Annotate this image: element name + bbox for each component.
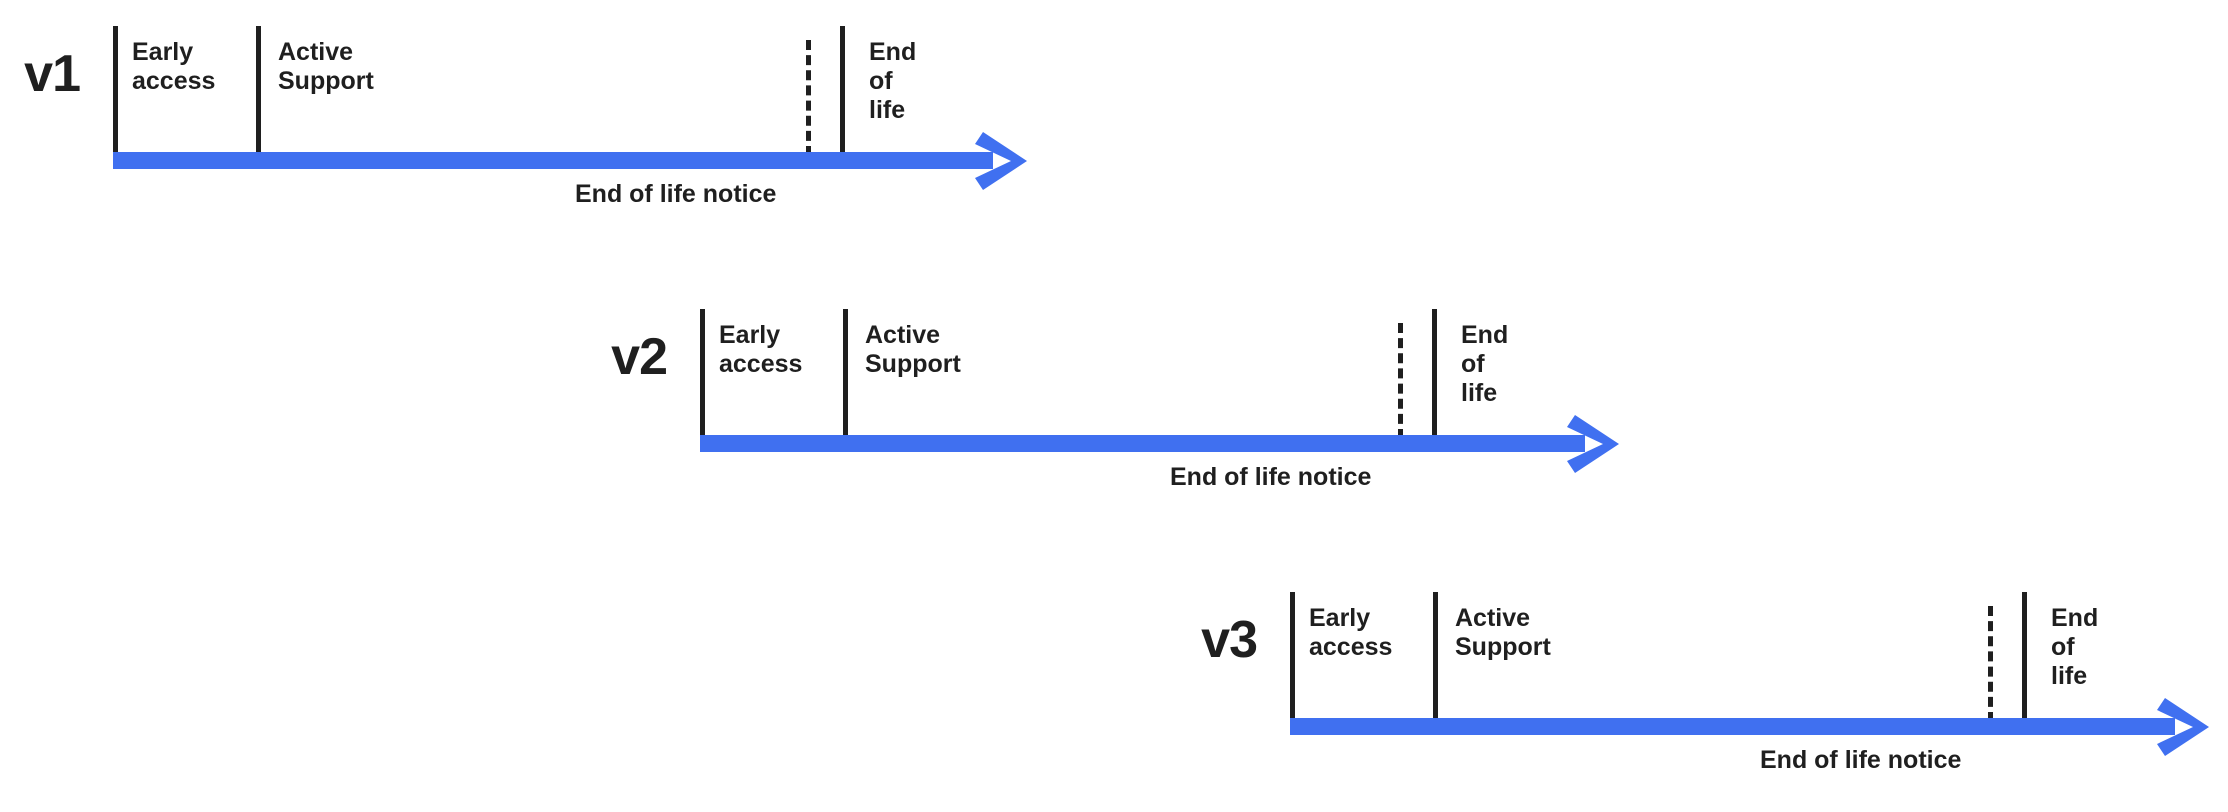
phase-tick-start-v2 xyxy=(700,309,705,439)
phase-label-end-of-life-v2: End of life xyxy=(1461,321,1509,407)
end-of-life-notice-marker-v2 xyxy=(1398,323,1403,439)
phase-label-end-of-life-v3: End of life xyxy=(2051,604,2099,690)
phase-label-active-support-v2: Active Support xyxy=(865,321,961,378)
notice-label-v2: End of life notice xyxy=(1170,463,1372,491)
phase-tick-start-v1 xyxy=(113,26,118,156)
notice-label-v3: End of life notice xyxy=(1760,746,1962,774)
version-label-v1: v1 xyxy=(24,45,81,103)
phase-label-early-access-v2: Early access xyxy=(719,321,803,378)
arrow-head-icon-v1 xyxy=(975,132,1027,190)
lifecycle-rail-v3 xyxy=(1290,718,2175,735)
phase-tick-end-of-life-v3 xyxy=(2022,592,2027,722)
phase-label-early-access-v1: Early access xyxy=(132,38,216,95)
phase-tick-active-support-v3 xyxy=(1433,592,1438,722)
arrow-head-icon-v3 xyxy=(2157,698,2209,756)
end-of-life-notice-marker-v1 xyxy=(806,40,811,156)
phase-tick-end-of-life-v1 xyxy=(840,26,845,156)
phase-tick-active-support-v1 xyxy=(256,26,261,156)
lifecycle-rail-v1 xyxy=(113,152,993,169)
phase-tick-start-v3 xyxy=(1290,592,1295,722)
version-label-v2: v2 xyxy=(611,328,668,386)
end-of-life-notice-marker-v3 xyxy=(1988,606,1993,722)
arrow-head-icon-v2 xyxy=(1567,415,1619,473)
version-label-v3: v3 xyxy=(1201,611,1258,669)
phase-tick-active-support-v2 xyxy=(843,309,848,439)
phase-tick-end-of-life-v2 xyxy=(1432,309,1437,439)
phase-label-early-access-v3: Early access xyxy=(1309,604,1393,661)
notice-label-v1: End of life notice xyxy=(575,180,777,208)
phase-label-end-of-life-v1: End of life xyxy=(869,38,917,124)
phase-label-active-support-v1: Active Support xyxy=(278,38,374,95)
phase-label-active-support-v3: Active Support xyxy=(1455,604,1551,661)
lifecycle-rail-v2 xyxy=(700,435,1585,452)
